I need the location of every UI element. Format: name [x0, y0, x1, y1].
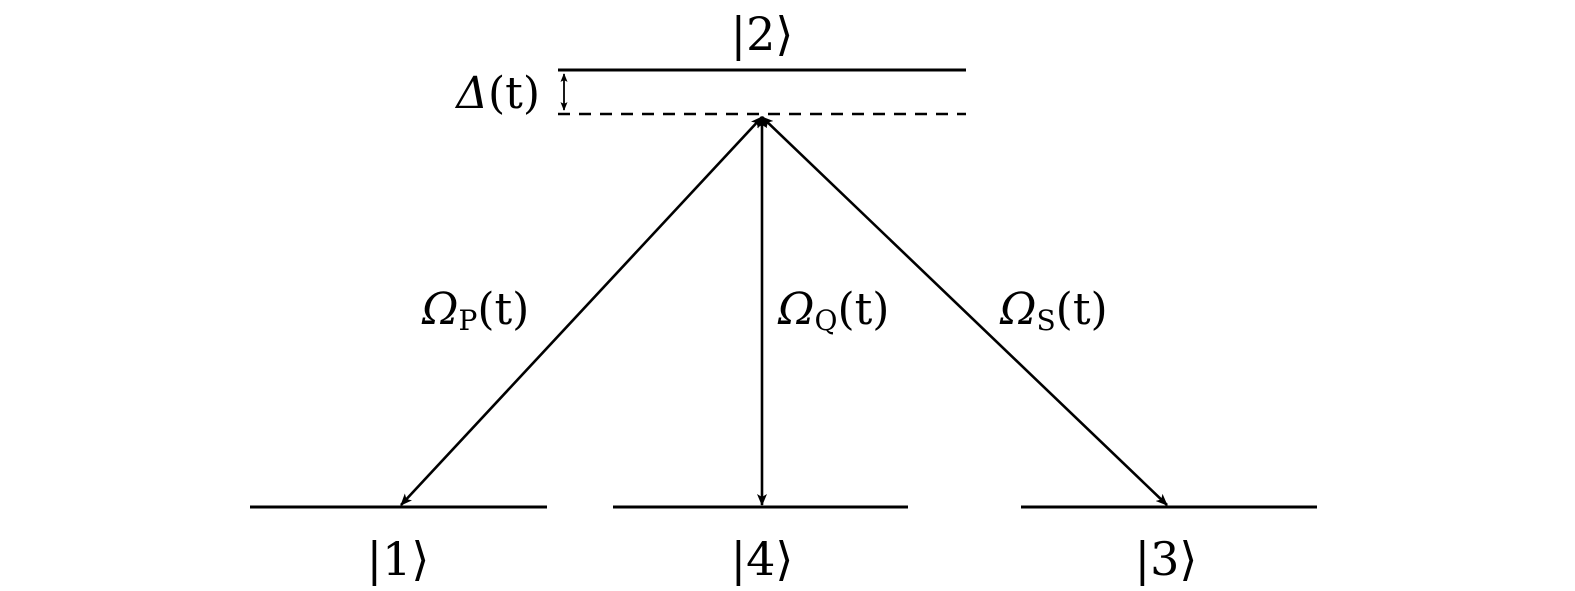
state-1-label: |1⟩ [367, 532, 430, 586]
state-3-label: |3⟩ [1135, 532, 1198, 586]
pump-subscript: P [458, 304, 477, 337]
q-symbol: Ω [777, 284, 814, 335]
q-subscript: Q [814, 304, 837, 337]
pump-arg: (t) [477, 284, 529, 335]
detuning-symbol: Δ [454, 68, 488, 119]
stokes-arg: (t) [1056, 284, 1108, 335]
stokes-rabi-label: ΩS(t) [999, 284, 1108, 337]
detuning-label: Δ(t) [454, 68, 540, 119]
pump-symbol: Ω [421, 284, 458, 335]
detuning-arg: (t) [488, 68, 540, 119]
state-4-label: |4⟩ [731, 532, 794, 586]
pump-rabi-label: ΩP(t) [421, 284, 529, 337]
q-rabi-label: ΩQ(t) [777, 284, 889, 337]
pump-coupling-arrow [400, 116, 763, 506]
q-arg: (t) [837, 284, 889, 335]
stokes-coupling-arrow [761, 116, 1168, 506]
stokes-symbol: Ω [999, 284, 1036, 335]
state-2-label: |2⟩ [731, 7, 794, 61]
stokes-subscript: S [1036, 304, 1055, 337]
